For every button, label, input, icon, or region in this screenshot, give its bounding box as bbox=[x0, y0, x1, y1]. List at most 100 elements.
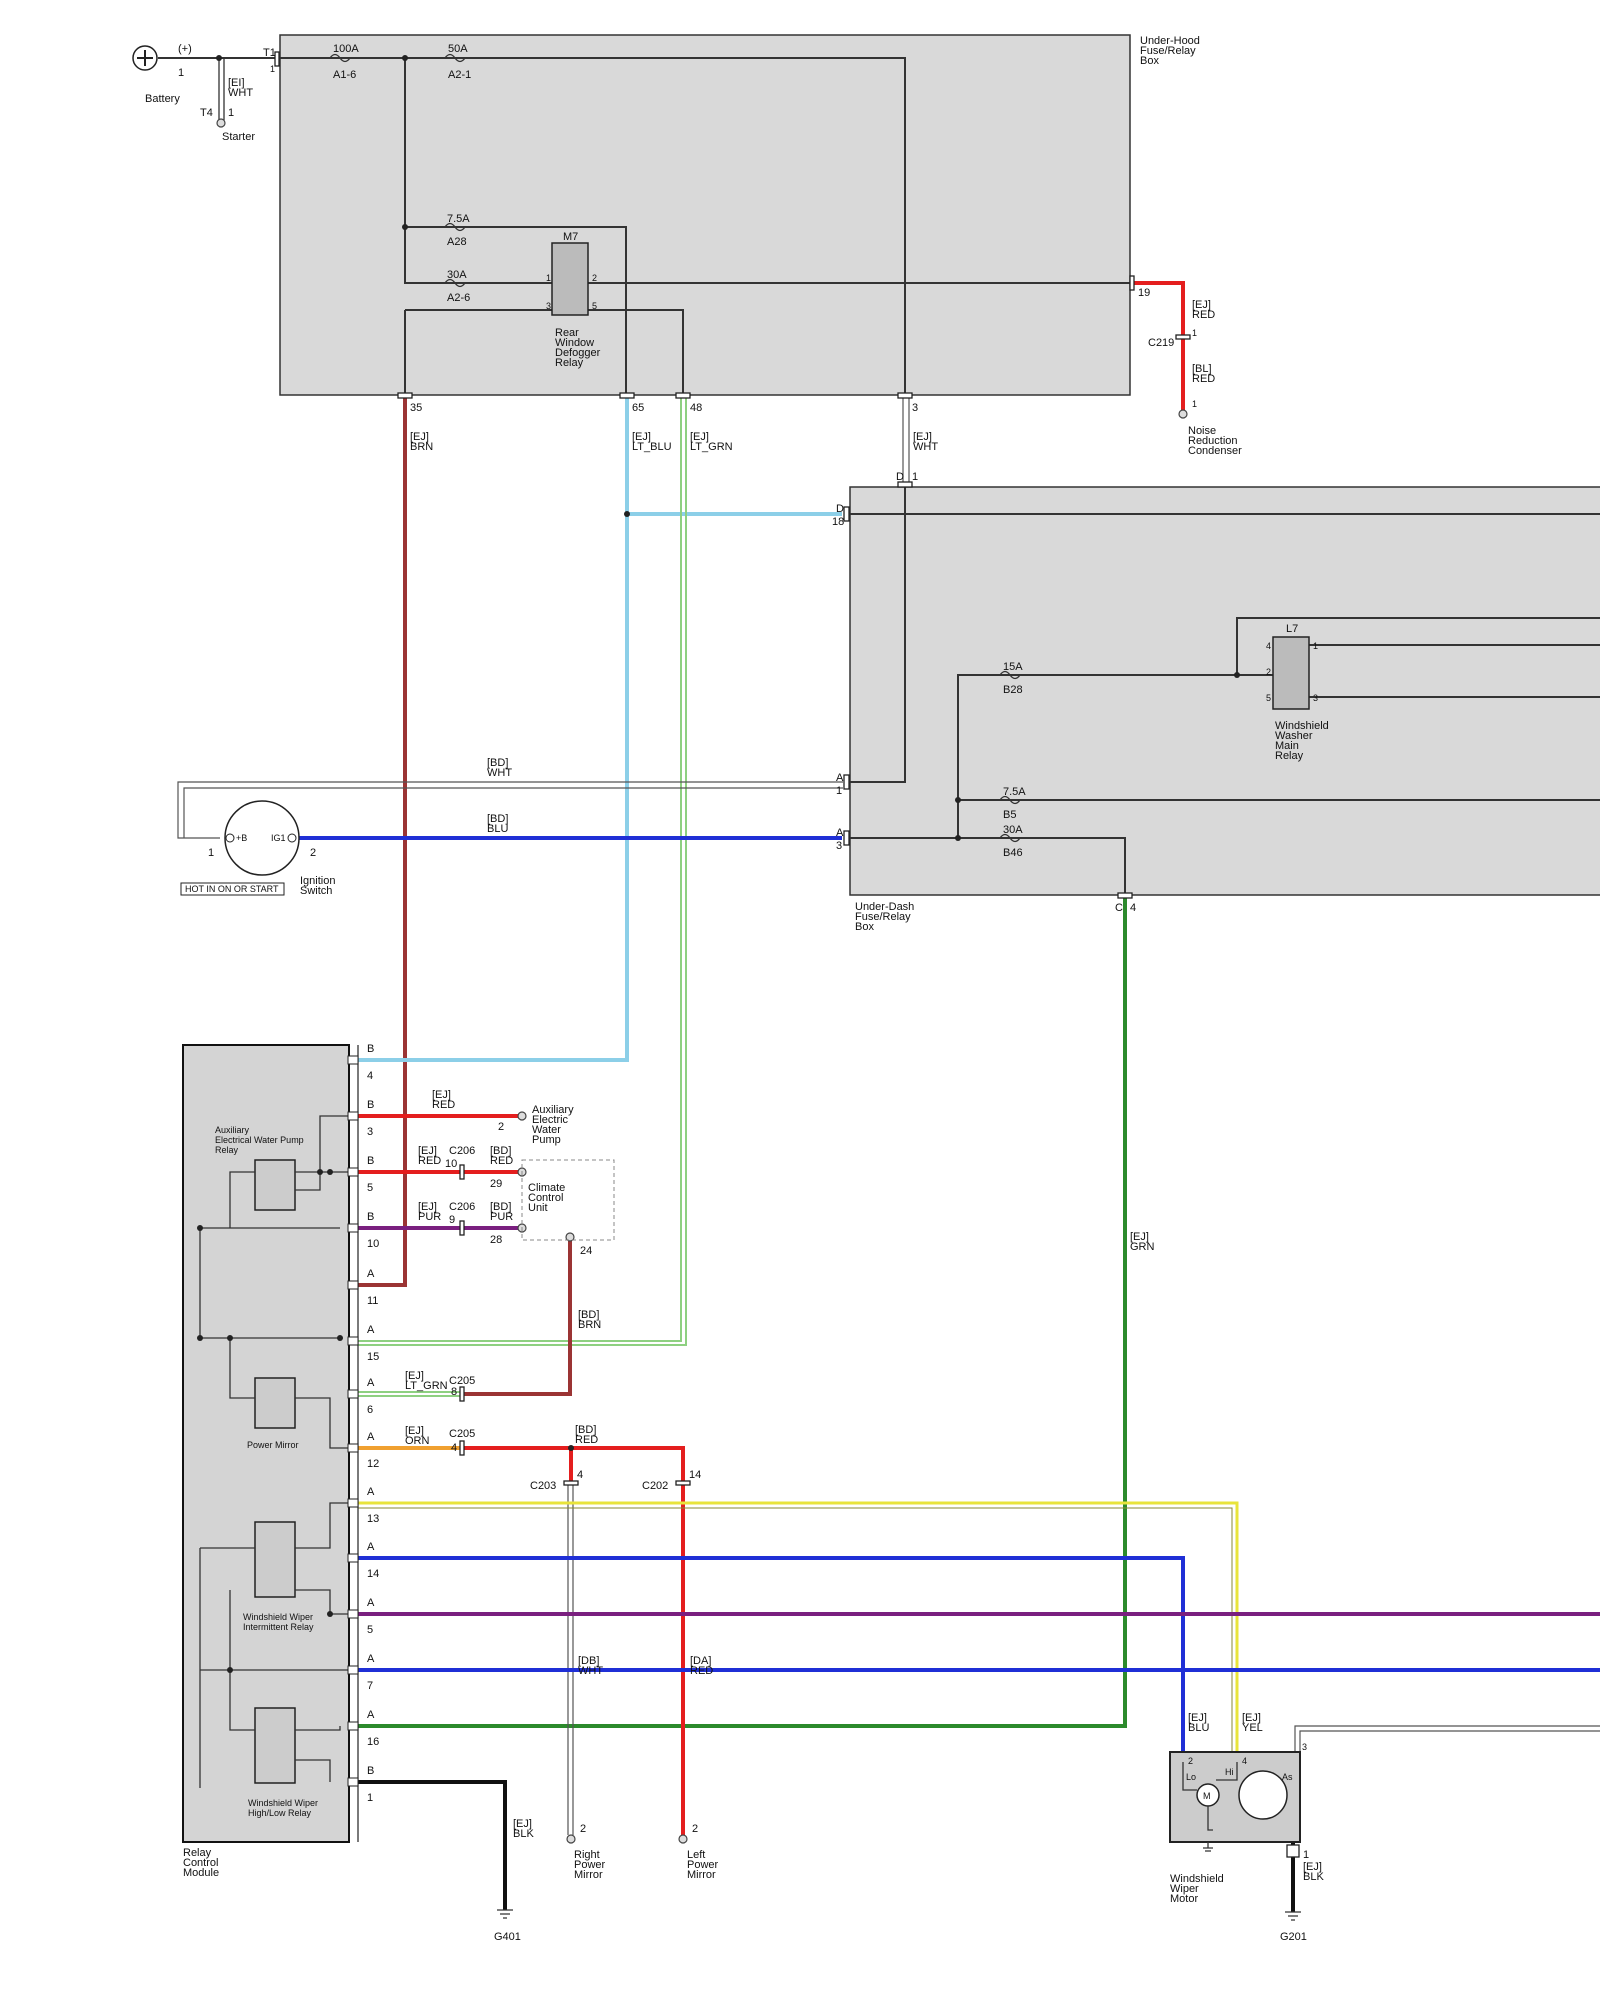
c205a-pin: 8 bbox=[451, 1386, 457, 1398]
ud-a3-conn: A bbox=[836, 827, 844, 839]
uh-a26-line bbox=[404, 58, 1130, 284]
fuse-b28-rating: 15A bbox=[1003, 661, 1023, 673]
rcm-pin-tab bbox=[347, 1111, 359, 1121]
wm-pin2: 2 bbox=[1188, 1756, 1193, 1766]
rcm-pin-num: 1 bbox=[367, 1792, 373, 1804]
l7-pin1: 1 bbox=[1313, 641, 1318, 651]
c205a: C205 bbox=[449, 1375, 475, 1387]
ud-c4-pin: 4 bbox=[1130, 902, 1136, 914]
fuse-a28-id: A28 bbox=[447, 236, 467, 248]
m7-pin1: 1 bbox=[546, 273, 551, 283]
red-wire-19 bbox=[1134, 281, 1185, 410]
fuse-b46-id: B46 bbox=[1003, 847, 1023, 859]
c206b-pin: 9 bbox=[449, 1214, 455, 1226]
bd-wht-label: [BD]WHT bbox=[487, 757, 512, 779]
brn35-label: [EJ]BRN bbox=[410, 431, 433, 453]
ign-pin-2: 2 bbox=[310, 847, 316, 859]
ud-a1-pin: 1 bbox=[836, 785, 842, 797]
rcm-pin-num: 3 bbox=[367, 1126, 373, 1138]
brn-wire-35 bbox=[358, 398, 407, 1287]
c205-orn-wire: [EJ]ORN bbox=[405, 1425, 430, 1447]
noise-wire2: [BL]RED bbox=[1192, 363, 1215, 385]
m7-pin5: 5 bbox=[592, 301, 597, 311]
relay-wiper-hilo bbox=[254, 1707, 296, 1784]
wm-as: As bbox=[1282, 1772, 1293, 1782]
rcm-pin-conn: A bbox=[367, 1268, 375, 1280]
c203: C203 bbox=[530, 1480, 556, 1492]
pin-35: 35 bbox=[410, 402, 422, 414]
battery-polarity: (+) bbox=[178, 43, 192, 55]
c206b: C206 bbox=[449, 1201, 475, 1213]
underhood-fuse-box bbox=[279, 34, 1131, 396]
rcm-pin-num: 16 bbox=[367, 1736, 379, 1748]
rcm-pin-conn: B bbox=[367, 1155, 374, 1167]
terminal-t1-pin: 1 bbox=[270, 64, 275, 74]
relay-l7 bbox=[1272, 636, 1310, 710]
g401-label: G401 bbox=[494, 1931, 521, 1943]
fuse-a16-rating: 100A bbox=[333, 43, 359, 55]
m7-pin2: 2 bbox=[592, 273, 597, 283]
rcm-pin-tab bbox=[347, 1553, 359, 1563]
fuse-a16-id: A1-6 bbox=[333, 69, 356, 81]
relay-l7-id: L7 bbox=[1286, 623, 1298, 635]
clim-pur-right: [BD]PUR bbox=[490, 1201, 513, 1223]
starter-wire-label: [EI]WHT bbox=[228, 77, 253, 99]
c219-pin: 1 bbox=[1192, 328, 1197, 338]
fuse-symbols bbox=[329, 53, 1021, 843]
rcm-pin-conn: A bbox=[367, 1431, 375, 1443]
rcm-pin-num: 7 bbox=[367, 1680, 373, 1692]
ud-d1-pin: 1 bbox=[912, 471, 918, 483]
clim-red-right: [BD]RED bbox=[490, 1145, 513, 1167]
fuse-a21-id: A2-1 bbox=[448, 69, 471, 81]
starter-terminal: T4 bbox=[200, 107, 213, 119]
relay-m7 bbox=[551, 242, 589, 316]
clim-red-left: [EJ]RED bbox=[418, 1145, 441, 1167]
rcm-pin-conn: A bbox=[367, 1324, 375, 1336]
l7-pin2: 2 bbox=[1266, 667, 1271, 677]
underdash-fuse-box bbox=[849, 486, 1600, 896]
noise-wire1: [EJ]RED bbox=[1192, 299, 1215, 321]
ltgrn48-label: [EJ]LT_GRN bbox=[690, 431, 733, 453]
uh-a28-line bbox=[405, 226, 627, 395]
g201-label: G201 bbox=[1280, 1931, 1307, 1943]
c206a: C206 bbox=[449, 1145, 475, 1157]
rcm-pin-num: 5 bbox=[367, 1182, 373, 1194]
starter-pin: 1 bbox=[228, 107, 234, 119]
right-mirror-pin: 2 bbox=[580, 1823, 586, 1835]
rcm-pin-tab bbox=[347, 1389, 359, 1399]
rcm-pin-conn: A bbox=[367, 1597, 375, 1609]
ud-a-conn: A bbox=[836, 772, 844, 784]
clim-pin24: 24 bbox=[580, 1245, 592, 1257]
battery-pin: 1 bbox=[178, 67, 184, 79]
ltblu65-label: [EJ]LT_BLU bbox=[632, 431, 672, 453]
wm-m: M bbox=[1203, 1791, 1211, 1801]
rcm-pin-conn: A bbox=[367, 1709, 375, 1721]
ltblu-wire-65 bbox=[358, 398, 629, 1062]
pin-19: 19 bbox=[1138, 287, 1150, 299]
yel-wire-13 bbox=[358, 1501, 1239, 1752]
fuse-a26-rating: 30A bbox=[447, 269, 467, 281]
climate-control-box bbox=[521, 1159, 615, 1241]
rcm-pin-conn: A bbox=[367, 1377, 375, 1389]
da-red-label: [DA]RED bbox=[690, 1655, 713, 1677]
clim-pin29: 29 bbox=[490, 1178, 502, 1190]
g201-wire-label: [EJ]BLK bbox=[1303, 1861, 1324, 1883]
ud-d1-conn: D bbox=[896, 471, 904, 483]
c203-pin: 4 bbox=[577, 1469, 583, 1481]
rcm-pin-tab bbox=[347, 1167, 359, 1177]
ej-grn-label: [EJ]GRN bbox=[1130, 1231, 1155, 1253]
rcm-pin-tab bbox=[347, 1443, 359, 1453]
rcm-pin-tab bbox=[347, 1721, 359, 1731]
ud-d-conn: D bbox=[836, 503, 844, 515]
c202: C202 bbox=[642, 1480, 668, 1492]
relay-power-mirror bbox=[254, 1377, 296, 1429]
wiper-motor-icon bbox=[1169, 1751, 1301, 1848]
bd-blu-label: [BD]BLU bbox=[487, 813, 508, 835]
bd-wht-wire bbox=[177, 781, 843, 839]
c206a-pin: 10 bbox=[445, 1158, 457, 1170]
